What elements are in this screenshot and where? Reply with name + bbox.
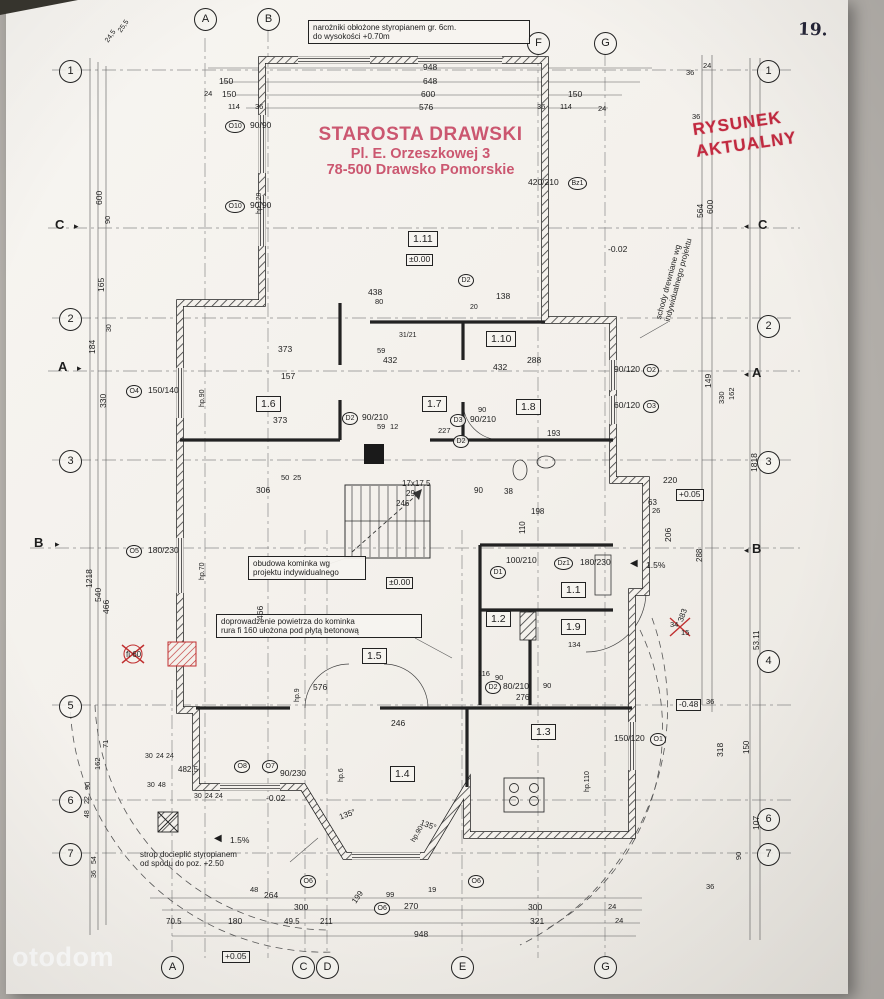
dimension-lines (89, 55, 761, 940)
exterior-walls-hatch (177, 57, 649, 859)
office-address-stamp: STAROSTA DRAWSKI Pl. E. Orzeszkowej 3 78… (298, 124, 543, 178)
exterior-walls (176, 56, 650, 860)
paper-sheet (6, 0, 848, 994)
staircase (344, 484, 431, 559)
fireplace (364, 444, 384, 464)
bath-fixtures (512, 455, 612, 596)
red-cross-right (669, 617, 691, 637)
window-symbols (176, 56, 636, 860)
stamp-street: Pl. E. Orzeszkowej 3 (350, 146, 491, 162)
chimney-red-hatch (167, 641, 197, 667)
page-number: 19. (797, 19, 828, 41)
kitchen-appliance (519, 611, 537, 641)
stove (503, 777, 545, 813)
watermark-logo: otodom (12, 942, 114, 972)
stamp-city: 78-500 Drawsko Pomorskie (326, 162, 515, 178)
stamp-office-name: STAROSTA DRAWSKI (318, 124, 523, 145)
small-shaft (157, 811, 179, 833)
red-cross-fi60 (121, 644, 145, 664)
construction-arcs (69, 617, 668, 953)
